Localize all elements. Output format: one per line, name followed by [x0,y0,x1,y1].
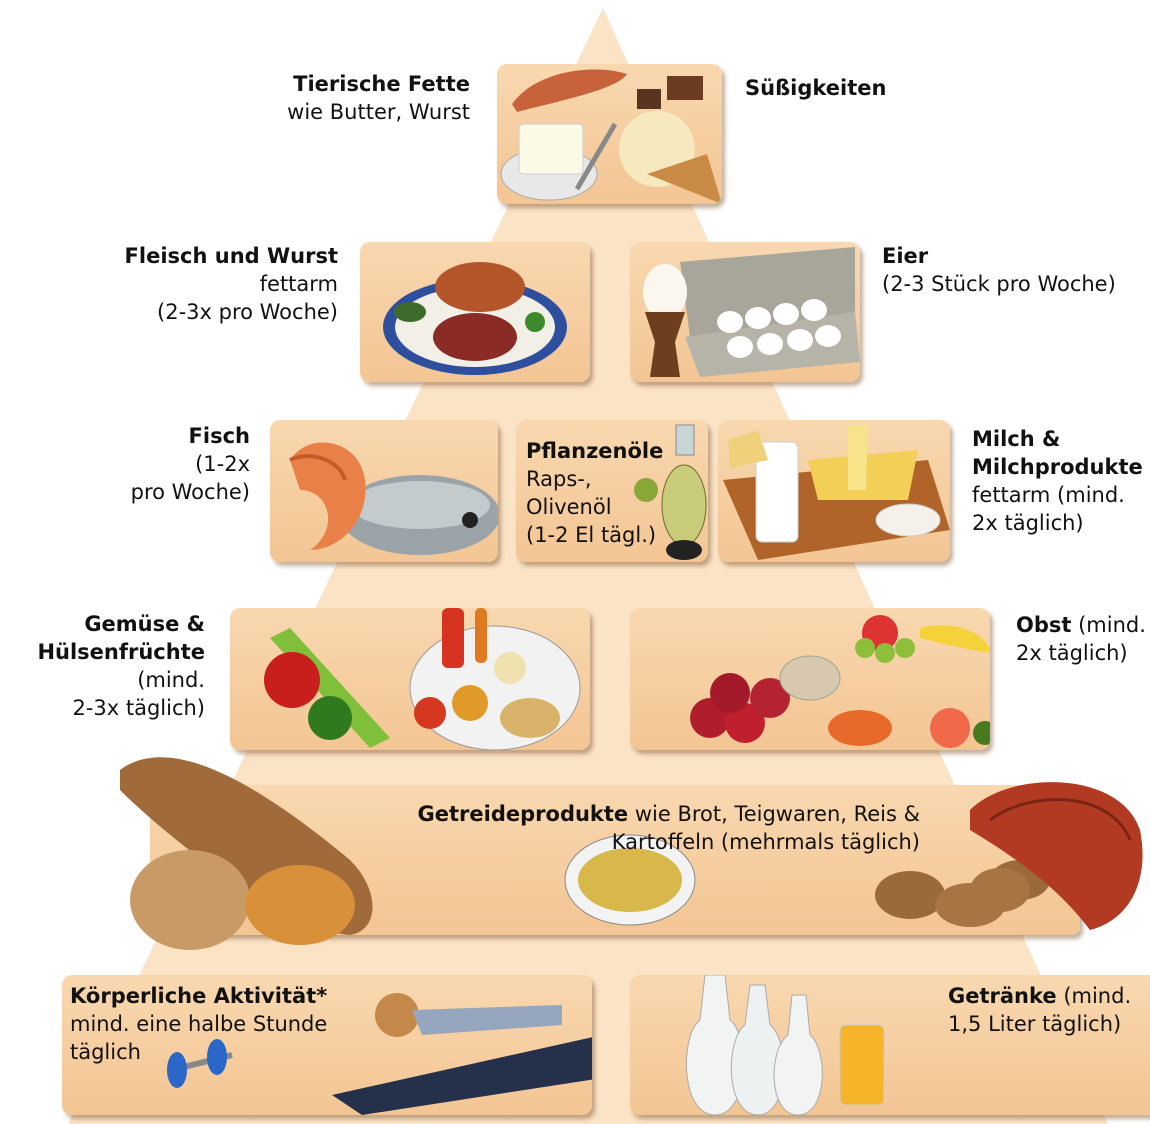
meat-title: Fleisch und Wurst [80,242,338,270]
activity-line1: mind. eine halbe Stunde [70,1010,370,1038]
drinks-title: Getränke (mind. [948,982,1150,1010]
drinks-line1: (mind. [1057,984,1131,1008]
fruit-line1: (mind. [1071,613,1145,637]
fruit-tile [630,608,990,750]
cheese-milk-illustration [718,420,950,562]
sweets-fats-tile [497,64,722,204]
dairy-line1: fettarm (mind. [972,481,1150,509]
activity-title: Körperliche Aktivität* [70,982,370,1010]
oils-title: Pflanzenöle [526,437,686,465]
eggs-line1: (2-3 Stück pro Woche) [882,270,1150,298]
meat-line2: (2-3x pro Woche) [80,298,338,326]
vegetables-illustration [230,608,590,750]
fish-title: Fisch [80,422,250,450]
grains-title: Getreideprodukte [418,802,629,826]
oils-line3: (1-2 El tägl.) [526,521,686,549]
eggs-title: Eier [882,242,1150,270]
vegetables-tile [230,608,590,750]
animal-fats-sub: wie Butter, Wurst [230,98,470,126]
grains-line2: Kartoffeln (mehrmals täglich) [320,828,920,856]
fish-line2: pro Woche) [80,478,250,506]
dairy-title2: Milchprodukte [972,453,1150,481]
butter-sweets-illustration [497,64,722,204]
meat-line1: fettarm [80,270,338,298]
fruit-title: Obst (mind. [1016,611,1150,639]
drinks-line2: 1,5 Liter täglich) [948,1010,1150,1038]
oils-line1: Raps-, [526,465,686,493]
dairy-title1: Milch & [972,425,1150,453]
potato-basket-illustration [960,770,1150,950]
animal-fats-title: Tierische Fette [230,70,470,98]
dairy-tile [718,420,950,562]
dairy-line2: 2x täglich) [972,509,1150,537]
vegetables-title2: Hülsenfrüchte [10,638,205,666]
meat-tile [360,242,590,382]
fish-line1: (1-2x [80,450,250,478]
fish-shrimp-illustration [270,420,498,562]
grains-line1-row: Getreideprodukte wie Brot, Teigwaren, Re… [320,800,920,828]
fish-tile [270,420,498,562]
grains-line1: wie Brot, Teigwaren, Reis & [628,802,920,826]
vegetables-line2: 2-3x täglich) [10,694,205,722]
vegetables-title1: Gemüse & [10,610,205,638]
oils-line2: Olivenöl [526,493,686,521]
fruit-illustration [630,608,990,750]
sweets-title: Süßigkeiten [745,76,886,100]
fruit-line2: 2x täglich) [1016,639,1150,667]
eggs-carton-illustration [630,242,860,382]
eggs-tile [630,242,860,382]
vegetables-line1: (mind. [10,666,205,694]
roast-meat-illustration [360,242,590,382]
activity-line2: täglich [70,1038,370,1066]
